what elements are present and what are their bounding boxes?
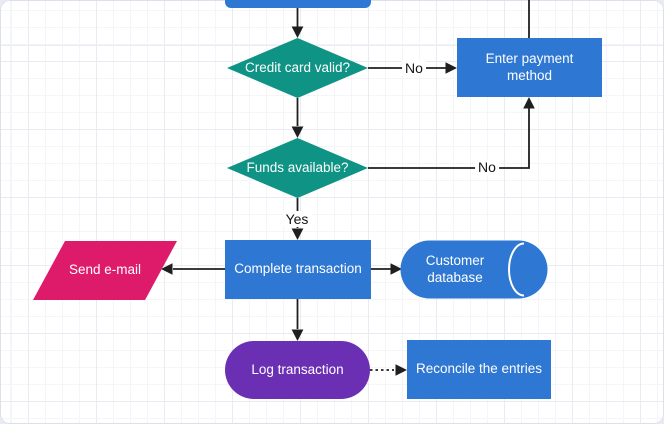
arrowhead-log-top (291, 329, 304, 341)
node-label-enter-payment-method: Enter payment method (485, 50, 574, 83)
edge-label-funds-no[interactable]: No (475, 159, 499, 175)
node-label-log-transaction: Log transaction (251, 361, 344, 377)
node-label-send-email: Send e-mail (68, 262, 142, 278)
arrowhead-funds-top (291, 126, 304, 138)
arrowhead-reconcile-left (395, 364, 407, 376)
node-log-transaction[interactable]: Log transaction (225, 341, 370, 399)
database-cylinder-shape (400, 240, 548, 299)
node-complete-transaction[interactable]: Complete transaction (225, 240, 371, 299)
node-label-customer-database: Customer database (425, 252, 485, 285)
connector-funds-no (368, 108, 530, 169)
node-label-credit-card-valid: Credit card valid? (244, 59, 351, 75)
arrowhead-enter-payment-left (445, 62, 457, 74)
node-label-funds-available: Funds available? (246, 159, 349, 175)
node-customer-database[interactable]: Customer database (400, 240, 548, 299)
arrowhead-complete-top (291, 228, 304, 240)
arrowhead-enter-payment-bottom (523, 97, 535, 109)
node-start-partial[interactable] (225, 0, 371, 8)
node-enter-payment-method[interactable]: Enter payment method (457, 38, 602, 97)
node-label-reconcile-entries: Reconcile the entries (415, 361, 543, 377)
arrowhead-send-email (161, 263, 173, 275)
arrowhead-credit-top (291, 26, 304, 38)
node-label-complete-transaction: Complete transaction (234, 261, 362, 277)
edge-label-funds-yes[interactable]: Yes (282, 211, 312, 227)
node-reconcile-entries[interactable]: Reconcile the entries (407, 340, 551, 399)
arrowhead-database (390, 263, 402, 275)
edge-label-credit-no[interactable]: No (402, 60, 426, 76)
